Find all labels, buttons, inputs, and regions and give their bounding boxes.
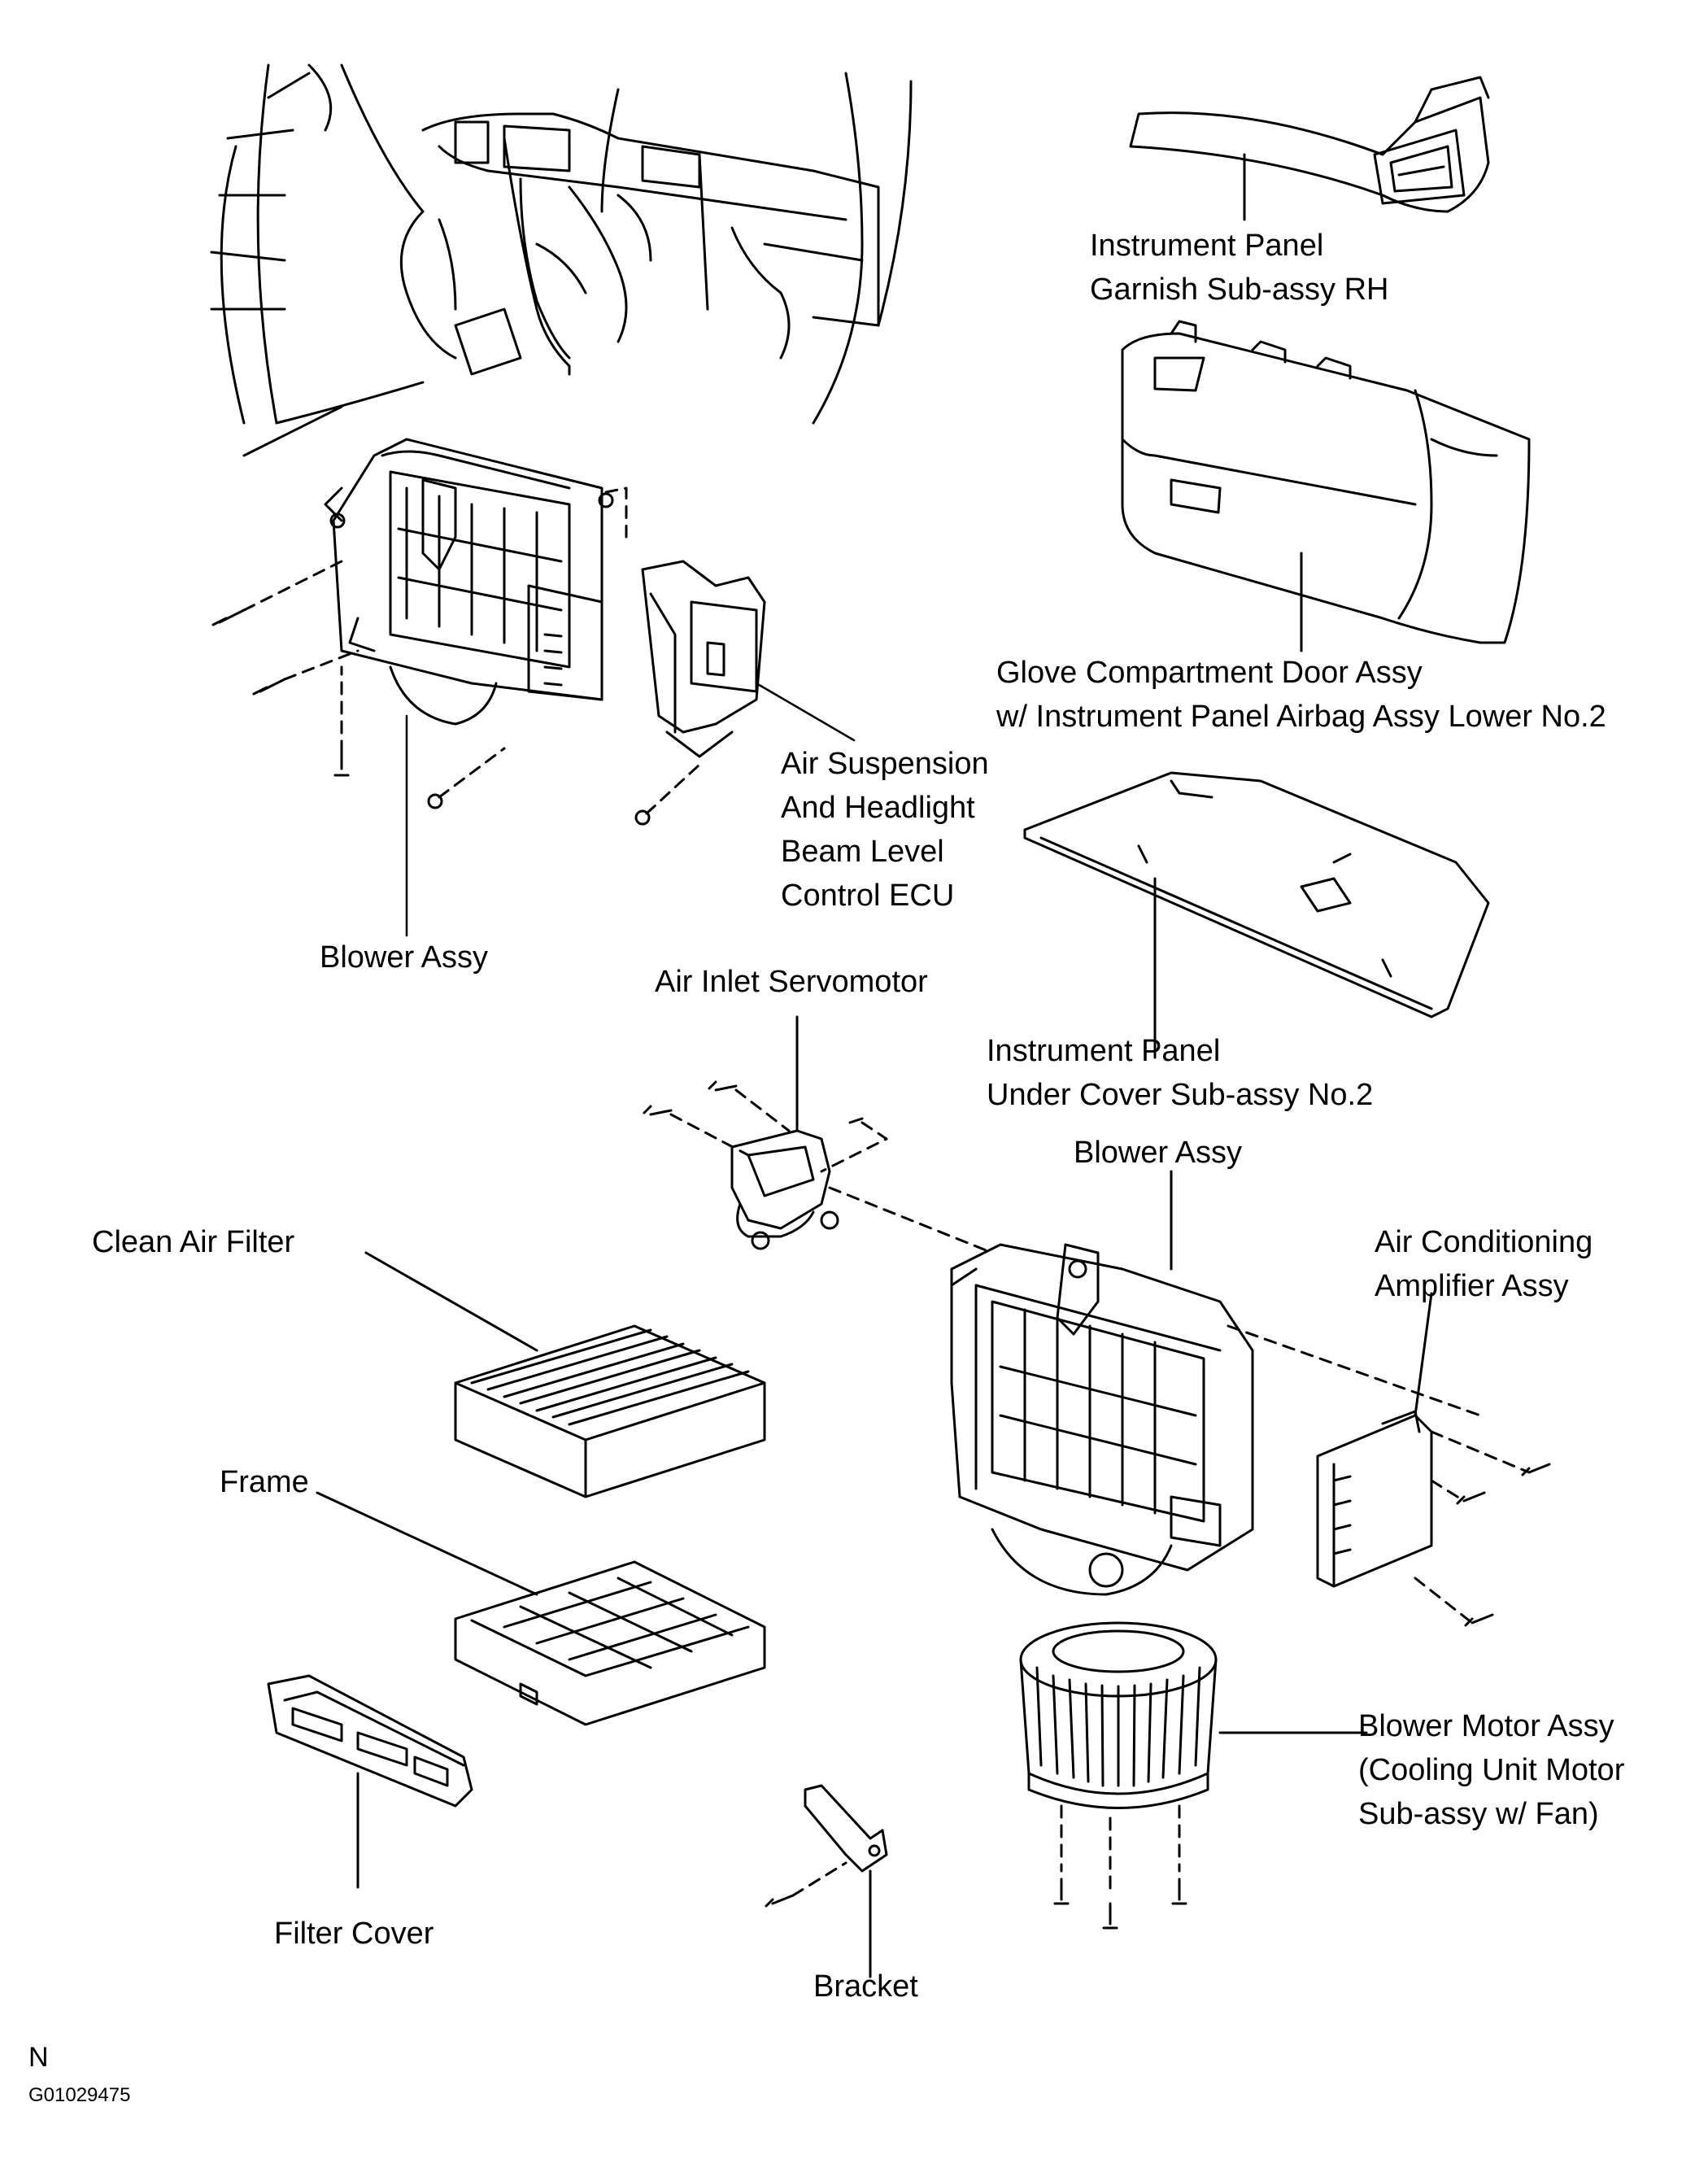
- label-blower-assy-middle: Blower Assy: [1074, 1136, 1242, 1170]
- blower-motor-illustration: [1019, 1621, 1368, 1930]
- label-ac-amplifier: Air Conditioning Amplifier Assy: [1375, 1225, 1593, 1303]
- label-under-cover: Instrument Panel Under Cover Sub-assy No…: [987, 1034, 1374, 1112]
- dashboard-illustration: [210, 63, 913, 457]
- label-blower-assy-top: Blower Assy: [320, 940, 488, 975]
- clean-air-filter-illustration: [364, 1251, 766, 1498]
- ac-amplifier-illustration: [1316, 1292, 1551, 1627]
- figure-code: G01029475: [28, 2084, 131, 2106]
- frame-illustration: [316, 1491, 766, 1726]
- label-air-inlet-servomotor: Air Inlet Servomotor: [655, 965, 928, 999]
- label-garnish-rh: Instrument Panel Garnish Sub-assy RH: [1090, 229, 1389, 307]
- blower-assy-middle-illustration: [950, 1170, 1482, 1596]
- leader-lines: [405, 682, 856, 937]
- orientation-mark: N: [28, 2042, 49, 2073]
- label-frame: Frame: [220, 1465, 309, 1499]
- label-bracket: Bracket: [813, 1969, 918, 2004]
- label-blower-motor: Blower Motor Assy (Cooling Unit Motor Su…: [1358, 1709, 1625, 1831]
- bracket-illustration: [765, 1784, 888, 1978]
- label-ecu: Air Suspension And Headlight Beam Level …: [781, 747, 989, 913]
- air-inlet-servomotor-illustration: [643, 1015, 994, 1254]
- label-glove-compartment-door: Glove Compartment Door Assy w/ Instrumen…: [996, 656, 1606, 734]
- label-filter-cover: Filter Cover: [274, 1917, 434, 1951]
- filter-cover-illustration: [267, 1674, 473, 1889]
- glove-compartment-illustration: [1121, 320, 1531, 652]
- label-clean-air-filter: Clean Air Filter: [92, 1225, 295, 1259]
- under-cover-illustration: [1023, 771, 1490, 1059]
- ecu-illustration: [598, 486, 766, 826]
- garnish-rh-illustration: [1129, 76, 1490, 221]
- blower-assy-top-illustration: [211, 438, 603, 809]
